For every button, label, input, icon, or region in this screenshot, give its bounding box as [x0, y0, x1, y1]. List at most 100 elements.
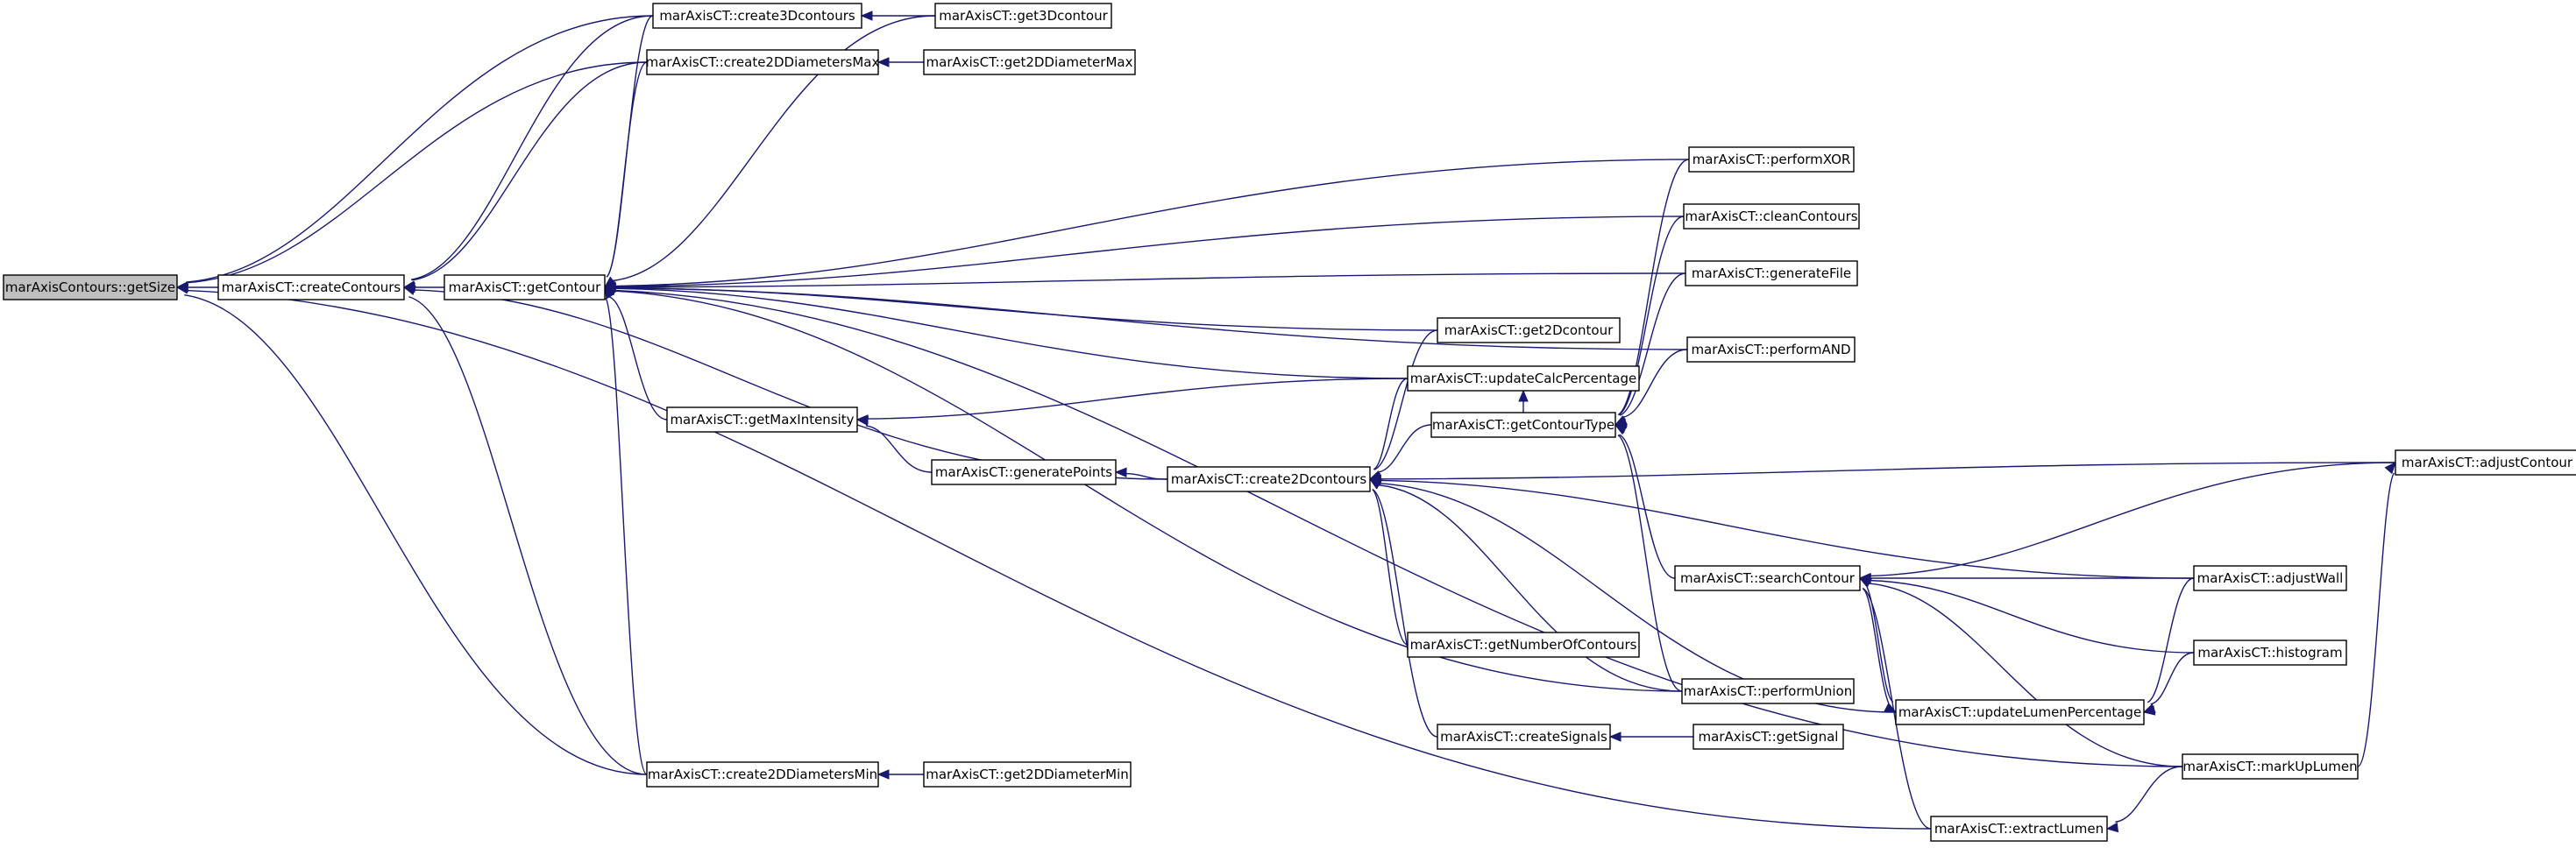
- node-create2-d-diameters-min[interactable]: marAxisCT::create2DDiametersMin: [646, 761, 879, 788]
- node-adjust-contour[interactable]: marAxisCT::adjustContour: [2395, 449, 2576, 476]
- node-label: marAxisCT::createSignals: [1440, 729, 1607, 745]
- node-perform-and[interactable]: marAxisCT::performAND: [1686, 336, 1856, 363]
- node-get-max-intensity[interactable]: marAxisCT::getMaxIntensity: [666, 406, 858, 433]
- node-box: [1437, 724, 1611, 750]
- edge-update-calc-percentage-to-get-max-intensity: [855, 378, 1409, 425]
- arrowhead-icon: [2105, 822, 2119, 833]
- node-update-calc-percentage[interactable]: marAxisCT::updateCalcPercentage: [1407, 365, 1640, 392]
- node-search-contour[interactable]: marAxisCT::searchContour: [1674, 565, 1861, 591]
- edge-update-lumen-percentage-to-create2-dcontours: [1368, 475, 1897, 713]
- edge-histogram-to-update-lumen-percentage: [2142, 652, 2195, 716]
- node-perform-xor[interactable]: marAxisCT::performXOR: [1688, 146, 1855, 173]
- edge-line: [1618, 216, 1685, 416]
- node-label: marAxisCT::histogram: [2197, 645, 2342, 661]
- edge-adjust-wall-to-search-contour: [1858, 573, 2194, 583]
- arrowhead-icon: [1368, 475, 1381, 485]
- node-label: marAxisCT::cleanContours: [1685, 208, 1857, 224]
- node-get-size[interactable]: marAxisContours::getSize: [3, 274, 178, 300]
- node-label: marAxisContours::getSize: [5, 279, 175, 295]
- node-get3-dcontour[interactable]: marAxisCT::get3Dcontour: [934, 3, 1112, 29]
- edge-line: [614, 286, 1438, 331]
- node-label: marAxisCT::updateCalcPercentage: [1410, 371, 1637, 386]
- edge-generate-file-to-get-contour: [603, 272, 1686, 293]
- edge-clean-contours-to-get-contour-type: [1614, 216, 1685, 426]
- node-label: marAxisCT::markUpLumen: [2182, 759, 2357, 774]
- node-create-contours[interactable]: marAxisCT::createContours: [217, 274, 405, 300]
- edge-line: [1380, 479, 2195, 579]
- node-get-number-of-contours[interactable]: marAxisCT::getNumberOfContours: [1407, 632, 1640, 658]
- node-label: marAxisCT::createContours: [222, 279, 401, 295]
- edge-line: [608, 296, 668, 420]
- node-box: [646, 49, 879, 75]
- node-update-lumen-percentage[interactable]: marAxisCT::updateLumenPercentage: [1895, 699, 2145, 725]
- edge-line: [1380, 462, 2396, 480]
- edge-perform-union-to-get-contour: [603, 282, 1683, 692]
- node-box: [2182, 753, 2359, 780]
- edge-line: [1377, 424, 1432, 473]
- edge-line: [614, 289, 2183, 767]
- edge-perform-xor-to-get-contour: [603, 159, 1690, 293]
- node-box: [666, 406, 858, 433]
- node-create3-dcontours[interactable]: marAxisCT::create3Dcontours: [652, 3, 862, 29]
- edge-line: [1618, 434, 1676, 579]
- node-mark-up-lumen[interactable]: marAxisCT::markUpLumen: [2182, 753, 2359, 780]
- edge-create2-d-diameters-min-to-create-contours: [402, 285, 648, 775]
- node-histogram[interactable]: marAxisCT::histogram: [2193, 640, 2347, 666]
- node-create-signals[interactable]: marAxisCT::createSignals: [1437, 724, 1611, 750]
- node-clean-contours[interactable]: marAxisCT::cleanContours: [1683, 203, 1860, 230]
- edge-get-max-intensity-to-get-contour: [603, 286, 668, 420]
- arrowhead-icon: [1614, 424, 1628, 435]
- edge-line: [1379, 483, 1897, 713]
- edge-line: [614, 216, 1685, 287]
- arrowhead-icon: [175, 282, 188, 293]
- edge-line: [186, 15, 654, 283]
- node-generate-points[interactable]: marAxisCT::generatePoints: [931, 459, 1117, 485]
- edge-line: [867, 378, 1409, 420]
- edge-line: [606, 61, 648, 278]
- edge-line: [605, 297, 648, 775]
- edge-line: [614, 287, 1409, 379]
- edge-histogram-to-search-contour: [1858, 573, 2195, 654]
- node-create2-dcontours[interactable]: marAxisCT::create2Dcontours: [1167, 466, 1371, 492]
- node-perform-union[interactable]: marAxisCT::performUnion: [1681, 678, 1855, 704]
- node-get-contour-type[interactable]: marAxisCT::getContourType: [1430, 412, 1616, 438]
- node-label: marAxisCT::create2DDiametersMax: [646, 54, 880, 70]
- arrowhead-icon: [1114, 467, 1127, 477]
- node-box: [934, 3, 1112, 29]
- edge-perform-union-to-create2-dcontours: [1368, 475, 1683, 692]
- node-get2-dcontour[interactable]: marAxisCT::get2Dcontour: [1437, 317, 1621, 343]
- node-box: [923, 49, 1136, 75]
- edge-mark-up-lumen-to-extract-lumen: [2105, 766, 2183, 833]
- edge-line: [411, 61, 648, 281]
- node-label: marAxisCT::getContour: [449, 279, 602, 295]
- edge-perform-union-to-get-contour-type: [1614, 424, 1683, 692]
- arrowhead-icon: [1518, 389, 1529, 402]
- edge-mark-up-lumen-to-search-contour: [1858, 574, 2183, 767]
- edge-get-contour-type-to-create2-dcontours: [1368, 424, 1432, 484]
- node-get2-d-diameter-max[interactable]: marAxisCT::get2DDiameterMax: [923, 49, 1136, 75]
- node-generate-file[interactable]: marAxisCT::generateFile: [1685, 260, 1858, 286]
- node-box: [444, 274, 606, 300]
- edge-line: [614, 159, 1690, 287]
- node-get2-d-diameter-min[interactable]: marAxisCT::get2DDiameterMin: [923, 761, 1132, 788]
- edge-create2-dcontours-to-generate-points: [1114, 467, 1168, 480]
- edge-generate-points-to-get-max-intensity: [855, 415, 933, 473]
- edge-get-contour-type-to-update-calc-percentage: [1518, 389, 1529, 413]
- edge-adjust-wall-to-update-lumen-percentage: [2142, 577, 2195, 713]
- node-create2-d-diameters-max[interactable]: marAxisCT::create2DDiametersMax: [646, 49, 880, 75]
- arrowhead-icon: [860, 11, 873, 21]
- node-adjust-wall[interactable]: marAxisCT::adjustWall: [2193, 565, 2347, 591]
- node-label: marAxisCT::create2Dcontours: [1171, 471, 1367, 487]
- node-label: marAxisCT::adjustContour: [2402, 455, 2573, 470]
- node-extract-lumen[interactable]: marAxisCT::extractLumen: [1930, 816, 2108, 842]
- node-get-contour[interactable]: marAxisCT::getContour: [444, 274, 606, 300]
- edge-create2-d-diameters-max-to-create-contours: [402, 61, 648, 292]
- edge-line: [1619, 272, 1686, 416]
- node-get-signal[interactable]: marAxisCT::getSignal: [1692, 724, 1844, 750]
- node-box: [1683, 203, 1860, 230]
- edge-line: [1870, 579, 2195, 654]
- edge-line: [414, 289, 1168, 480]
- arrowhead-icon: [2384, 462, 2396, 475]
- edge-line: [2357, 472, 2395, 767]
